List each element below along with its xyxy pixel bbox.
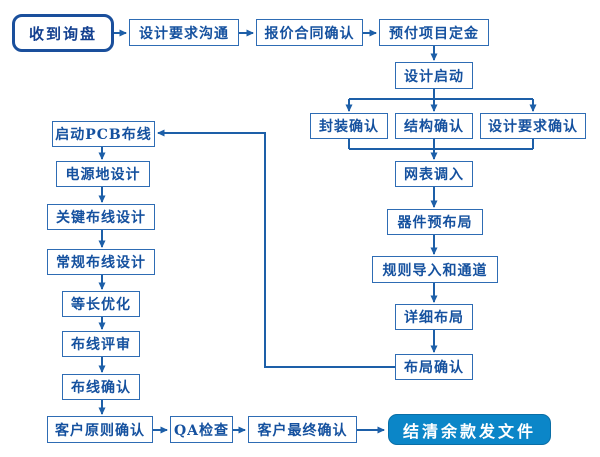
node-design-req-comm: 设计要求沟通 [129, 19, 239, 46]
node-component-prelayout: 器件预布局 [387, 209, 483, 235]
node-length-matching: 等长优化 [62, 291, 140, 317]
node-detailed-layout: 详细布局 [395, 304, 473, 330]
node-design-start: 设计启动 [395, 62, 473, 89]
edge-layoutconfirm-to-routing [157, 129, 395, 368]
node-netlist-import: 网表调入 [395, 161, 473, 187]
node-customer-principle-confirm: 客户原则确认 [47, 416, 153, 443]
node-key-routing-design: 关键布线设计 [47, 204, 155, 230]
node-design-req-confirm: 设计要求确认 [480, 113, 586, 139]
node-routing-review: 布线评审 [62, 331, 140, 357]
node-start-pcb-routing: 启动PCB布线 [52, 121, 155, 147]
node-receive-inquiry: 收到询盘 [12, 14, 114, 52]
node-prepay-deposit: 预付项目定金 [379, 19, 489, 46]
node-rule-import-channel: 规则导入和通道 [372, 256, 498, 283]
node-routing-confirm: 布线确认 [62, 374, 140, 400]
node-regular-routing-design: 常规布线设计 [47, 249, 155, 275]
node-customer-final-confirm: 客户最终确认 [248, 416, 357, 443]
node-layout-confirm: 布局确认 [395, 354, 473, 380]
node-settle-balance-send-files: 结清余款发文件 [388, 414, 551, 445]
node-power-ground-design: 电源地设计 [56, 161, 150, 187]
node-quote-contract-confirm: 报价合同确认 [256, 19, 363, 46]
node-qa-check: QA检查 [170, 416, 233, 443]
node-structure-confirm: 结构确认 [395, 113, 473, 139]
node-package-confirm: 封装确认 [310, 113, 388, 139]
